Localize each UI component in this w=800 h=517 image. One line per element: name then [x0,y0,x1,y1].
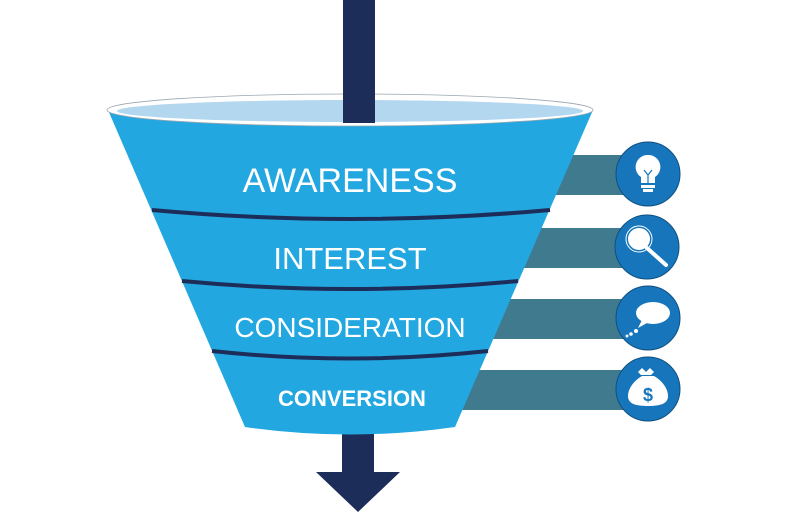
stage-label-interest: INTEREST [273,241,426,276]
speech-bubble-icon [615,285,681,351]
stage-label-consideration: CONSIDERATION [234,312,465,343]
stage-label-awareness: AWARENESS [243,162,458,200]
stage-label-conversion: CONVERSION [278,386,426,411]
stage-divider [151,208,551,221]
lightbulb-icon [615,141,681,207]
money-bag-icon: $ [615,356,681,422]
stage-divider [181,279,519,291]
dollar-symbol: $ [643,385,653,405]
arrow-shaft-top [343,0,375,123]
stage-divider [211,349,489,361]
magnifier-icon [614,214,680,280]
arrow-down-icon [316,425,400,512]
